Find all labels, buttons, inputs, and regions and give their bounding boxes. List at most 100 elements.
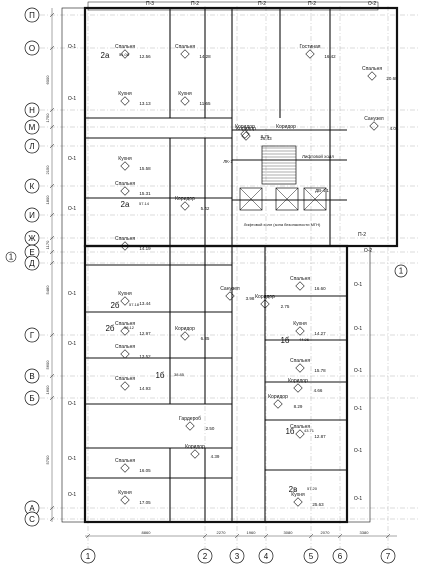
room-marker (225, 291, 235, 301)
axis-label-row: М (29, 123, 36, 132)
room-name: Спальня (115, 44, 135, 50)
room-marker (120, 463, 130, 473)
unit-code: 1б (285, 427, 294, 436)
axis-label-col: 5 (309, 552, 314, 561)
unit-area: 58.12 (124, 325, 135, 330)
apartment-code-left: О-1 (68, 492, 77, 498)
dimension-tick (49, 505, 55, 511)
room-name: Спальня (115, 458, 135, 464)
cian-logo-icon (4, 541, 14, 551)
room-area: 12.97 (139, 331, 151, 336)
room-marker (180, 49, 190, 59)
dimension-left: 1800 (45, 195, 50, 205)
room-name: Спальня (115, 344, 135, 350)
lift-shaft (239, 187, 263, 211)
room-area: 13.44 (139, 301, 151, 306)
room-area: 8.29 (294, 404, 303, 409)
axis-bubble-row (24, 511, 40, 527)
apartment-code-top: П-2 (308, 1, 316, 7)
axis-bubble-row (24, 40, 40, 56)
axis-label-row: Б (29, 394, 34, 403)
apartment-code-left: О-1 (68, 206, 77, 212)
lift-cross (275, 187, 299, 211)
lift-cross (239, 187, 263, 211)
dimension-left: 6000 (45, 75, 50, 85)
axis-bubble-extra-right (394, 264, 408, 278)
axis-bubble-row (24, 119, 40, 135)
core-lift-hall-label: Лифтовой холл (302, 153, 334, 159)
room-marker (120, 49, 130, 59)
balcony-strip-left (61, 7, 86, 523)
apartment-code-left: О-1 (68, 96, 77, 102)
room-marker (293, 497, 303, 507)
apartment-code-left: О-1 (68, 44, 77, 50)
dimension-tick (49, 45, 55, 51)
room-marker (190, 449, 200, 459)
dimension-left: 1750 (45, 113, 50, 123)
unit-code: 1б (155, 371, 164, 380)
cian-watermark-text: ЦИАН (16, 544, 36, 551)
unit-code: 2в (289, 485, 298, 494)
room-marker (241, 131, 251, 141)
dimension-tick (49, 124, 55, 130)
dimension-tick (337, 533, 343, 539)
dimension-tick (49, 143, 55, 149)
axis-label-col: 3 (235, 552, 240, 561)
room-marker (180, 201, 190, 211)
room-name: Кухня (291, 492, 305, 498)
room-marker (120, 241, 130, 251)
lift-code: ДВ-4.1 (315, 188, 329, 193)
room-name: Кухня (293, 321, 307, 327)
dimension-left: 5700 (45, 455, 50, 465)
room-area: 15.31 (139, 191, 151, 196)
dimension-tick (49, 212, 55, 218)
room-marker (295, 363, 305, 373)
axis-bubble-row (24, 178, 40, 194)
room-area: 14.27 (314, 331, 326, 336)
axis-label-row: И (29, 211, 35, 220)
room-marker (120, 349, 130, 359)
unit-tag: 2б 58.12 (105, 324, 134, 333)
dimension-tick (49, 516, 55, 522)
room-area: 13.52 (139, 354, 151, 359)
unit-code: 2б (105, 324, 114, 333)
unit-area: 44.96 (299, 337, 310, 342)
dimension-tick (202, 533, 208, 539)
walls-layer (61, 1, 399, 524)
room-area: 20.68 (386, 76, 398, 81)
dimension-bottom: 1960 (247, 530, 257, 535)
dimension-left: 5480 (45, 285, 50, 295)
axis-label-row: Н (29, 106, 35, 115)
room-marker (120, 161, 130, 171)
apartment-code-top-right: П-2 (358, 232, 366, 238)
rooms-layer: Спальня12.56Спальня14.28Кухня13.13Кухня1… (115, 44, 399, 507)
unit-area: 43.71 (304, 428, 315, 433)
room-name: Санузел (220, 286, 240, 292)
axis-bubble-row (24, 255, 40, 271)
room-marker (295, 281, 305, 291)
axis-label-row: О (29, 44, 35, 53)
axis-label-col: 1 (86, 552, 91, 561)
dimension-left: 1600 (45, 385, 50, 395)
apartment-code-left: О-1 (68, 341, 77, 347)
room-marker (260, 299, 270, 309)
axis-bubble-col (332, 548, 348, 564)
axis-bubble-row (24, 368, 40, 384)
room-area: 13.13 (139, 101, 151, 106)
dimension-tick (49, 107, 55, 113)
apartment-code-right: О-1 (354, 448, 363, 454)
axis-label-row: К (30, 182, 35, 191)
